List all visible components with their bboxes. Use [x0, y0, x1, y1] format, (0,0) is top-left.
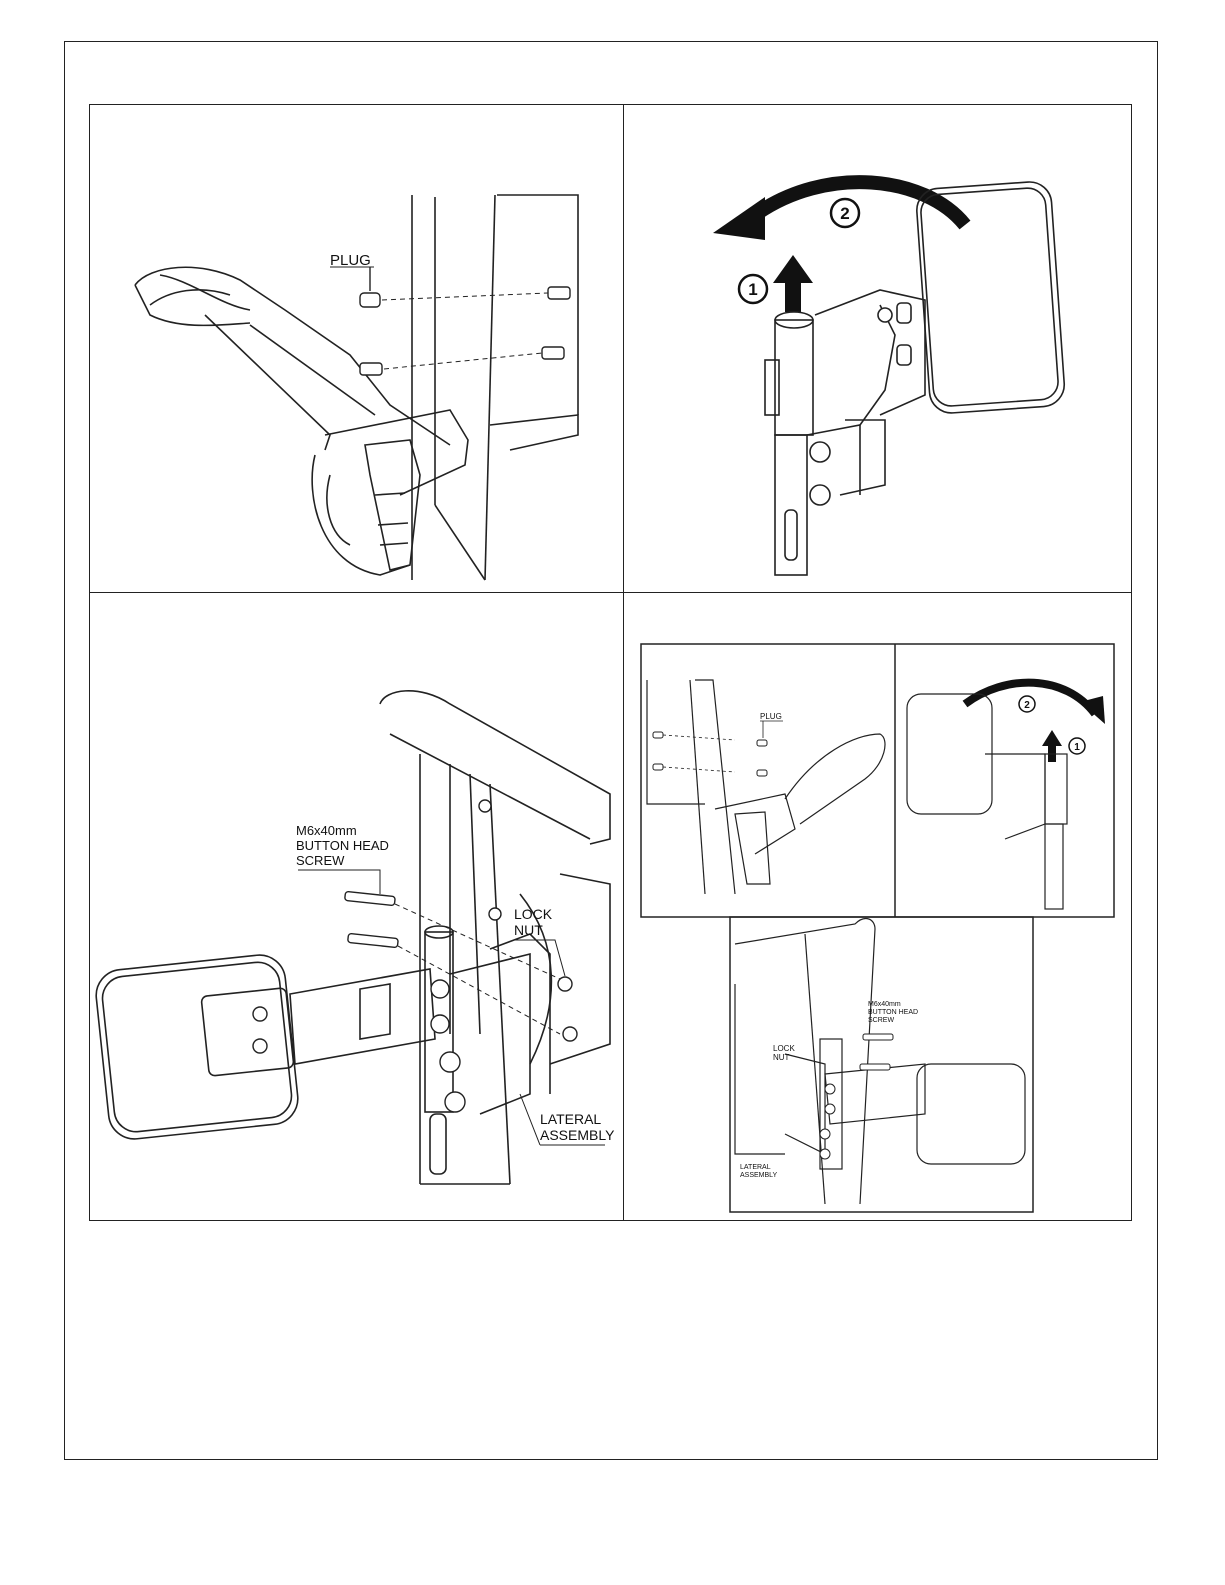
svg-text:2: 2	[1024, 700, 1030, 711]
screw-callout: M6x40mm BUTTON HEAD SCREW	[296, 823, 389, 894]
small-locknut-label-2: NUT	[773, 1053, 790, 1062]
svg-text:ASSEMBLY: ASSEMBLY	[540, 1127, 615, 1143]
svg-text:SCREW: SCREW	[296, 853, 345, 868]
small-lateral-label-2: ASSEMBLY	[740, 1172, 778, 1179]
svg-text:1: 1	[1074, 742, 1080, 753]
install-lateral-illustration: M6x40mm BUTTON HEAD SCREW LOCK NUT LATER…	[90, 594, 622, 1220]
panel-lift-rotate: 1 2	[625, 105, 1131, 591]
svg-text:M6x40mm: M6x40mm	[296, 823, 357, 838]
svg-text:2: 2	[840, 204, 849, 223]
panel-plug-removal: PLUG	[90, 105, 622, 591]
lift-rotate-illustration: 1 2	[625, 105, 1131, 591]
locknut-callout: LOCK NUT	[514, 906, 565, 976]
svg-text:LOCK: LOCK	[514, 906, 553, 922]
small-step-1-marker: 1	[1069, 738, 1085, 754]
svg-text:LATERAL: LATERAL	[540, 1111, 601, 1127]
lateral-assembly-callout: LATERAL ASSEMBLY	[520, 1094, 615, 1145]
opposite-side-illustration: PLUG 1 2	[625, 594, 1131, 1220]
plug-label: PLUG	[330, 252, 371, 269]
small-screw-label-3: SCREW	[868, 1017, 894, 1024]
small-screw-label-1: M6x40mm	[868, 1001, 901, 1008]
plug-removal-illustration: PLUG	[90, 105, 622, 591]
svg-text:NUT: NUT	[514, 922, 543, 938]
step-1-marker: 1	[739, 275, 767, 303]
small-screw-label-2: BUTTON HEAD	[868, 1009, 918, 1016]
small-locknut-label-1: LOCK	[773, 1044, 795, 1053]
grid-divider-vertical	[623, 104, 624, 1221]
panel-install-lateral: M6x40mm BUTTON HEAD SCREW LOCK NUT LATER…	[90, 594, 622, 1220]
panel-opposite-side: PLUG 1 2	[625, 594, 1131, 1220]
grid-divider-horizontal	[89, 592, 1132, 593]
small-step-2-marker: 2	[1019, 696, 1035, 712]
svg-text:BUTTON HEAD: BUTTON HEAD	[296, 838, 389, 853]
step-2-marker: 2	[831, 199, 859, 227]
svg-text:1: 1	[748, 280, 757, 299]
small-lateral-label-1: LATERAL	[740, 1164, 771, 1171]
small-plug-label: PLUG	[760, 712, 782, 721]
